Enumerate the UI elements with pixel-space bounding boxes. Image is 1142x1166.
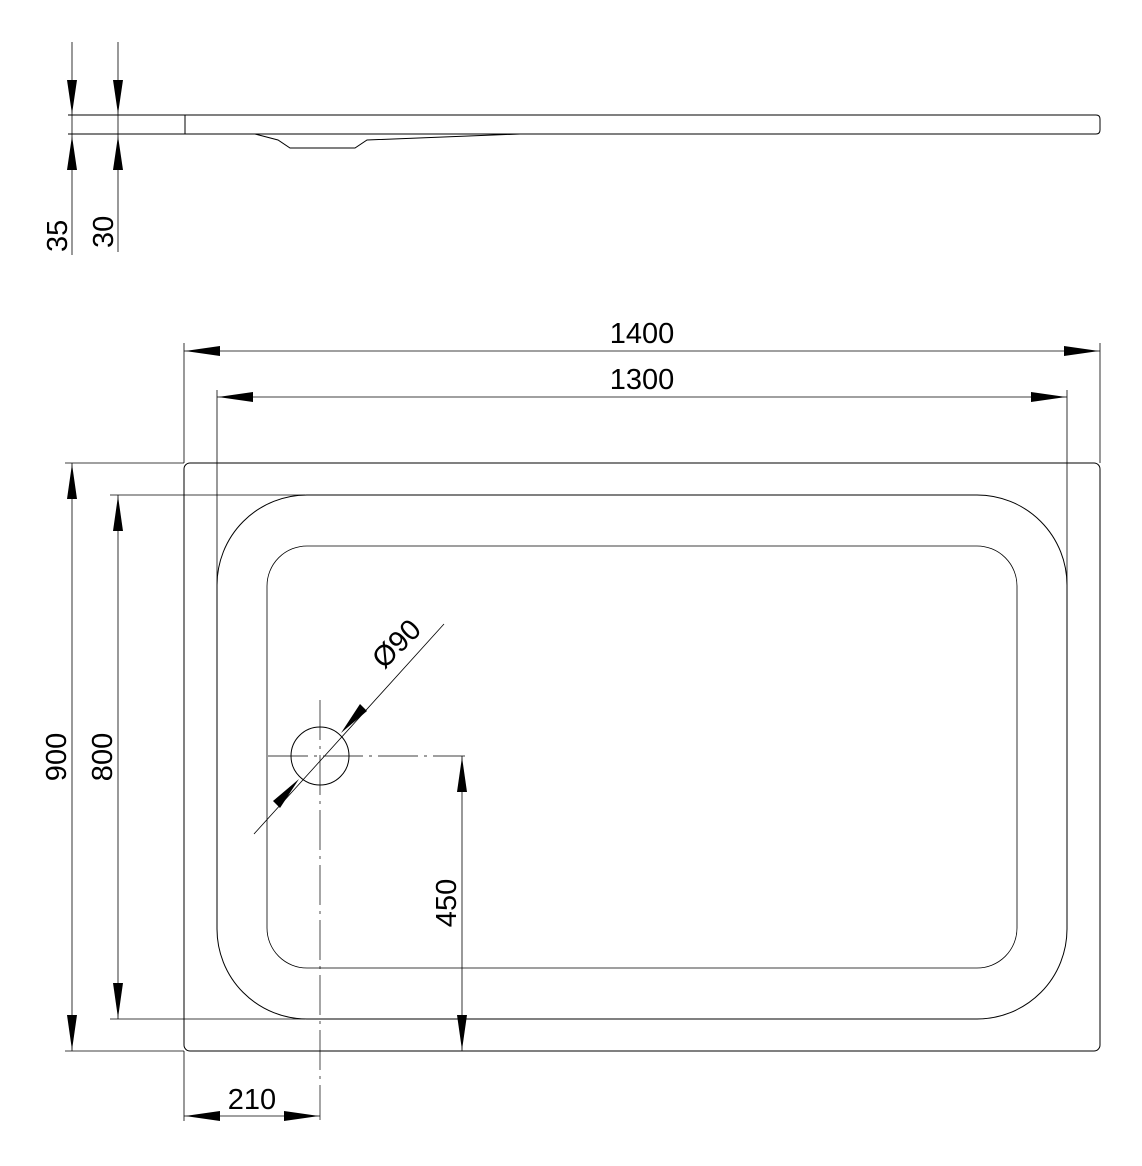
dim-210-arrow-left	[185, 1111, 220, 1121]
side-profile-top-edge	[68, 114, 1101, 135]
tray-outer-outline	[183, 462, 1101, 1052]
dim-450-arrow-bottom	[457, 1015, 467, 1050]
dim-1400-label: 1400	[610, 318, 675, 350]
dim-diameter-label: Ø90	[366, 614, 427, 675]
dim-diameter-arrow-1	[341, 704, 367, 733]
dim-900-label: 900	[41, 733, 73, 781]
top-view: Ø90 1400 1300 900 800 450	[41, 318, 1101, 1121]
dim-800-arrow-bottom	[113, 983, 123, 1018]
dim-1300-arrow-right	[1031, 392, 1066, 402]
side-drain-outlet	[254, 133, 521, 149]
dim-35-arrow-top	[67, 80, 77, 114]
dim-35-arrow-bottom	[67, 136, 77, 170]
dim-1300-label: 1300	[610, 364, 675, 396]
dim-30-arrow-bottom	[113, 136, 123, 170]
dim-210-arrow-right	[284, 1111, 319, 1121]
dim-900-arrow-top	[67, 464, 77, 499]
dim-800-label: 800	[87, 733, 119, 781]
dim-450-label: 450	[431, 879, 463, 927]
dim-210-label: 210	[228, 1084, 276, 1116]
dim-450-arrow-top	[457, 757, 467, 792]
dim-1300-arrow-left	[218, 392, 253, 402]
dim-diameter-arrow-2	[273, 779, 299, 808]
dim-30-arrow-top	[113, 80, 123, 114]
dim-35-label: 35	[42, 220, 74, 252]
dim-30-label: 30	[88, 216, 120, 248]
side-view: 35 30	[42, 42, 1101, 255]
dim-800-arrow-top	[113, 496, 123, 531]
dim-900-arrow-bottom	[67, 1015, 77, 1050]
tray-inner-floor	[266, 545, 1018, 969]
dim-1400-arrow-right	[1064, 346, 1099, 356]
dim-1400-arrow-left	[185, 346, 220, 356]
tray-basin-edge	[216, 494, 1068, 1020]
